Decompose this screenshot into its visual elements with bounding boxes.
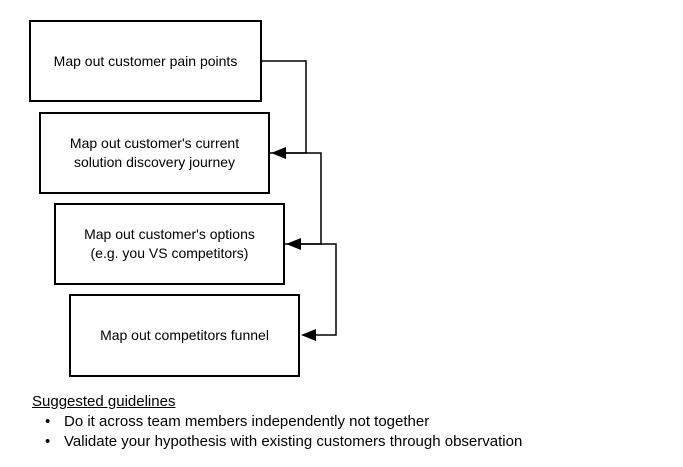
guidelines-section: Suggested guidelines Do it across team m… [32,392,522,452]
step-box-discovery-journey: Map out customer's current solution disc… [39,112,270,194]
guideline-item: Validate your hypothesis with existing c… [32,432,522,452]
arrowhead-step2 [271,147,286,159]
arrowhead-step4 [301,329,316,341]
step-box-pain-points: Map out customer pain points [29,20,262,102]
step-box-competitors-funnel: Map out competitors funnel [69,294,300,377]
step-label: Map out customer pain points [53,52,238,69]
step-label: Map out customer's options (e.g. you VS … [84,226,255,261]
guidelines-list: Do it across team members independently … [32,412,522,452]
step-label: Map out customer's current solution disc… [69,135,240,170]
step-label: Map out competitors funnel [100,327,269,343]
guideline-item: Do it across team members independently … [32,412,522,432]
guidelines-title: Suggested guidelines [32,393,176,410]
step-box-options: Map out customer's options (e.g. you VS … [54,203,285,285]
arrowhead-step3 [286,238,301,250]
connector-step3-to-step4 [285,243,337,336]
